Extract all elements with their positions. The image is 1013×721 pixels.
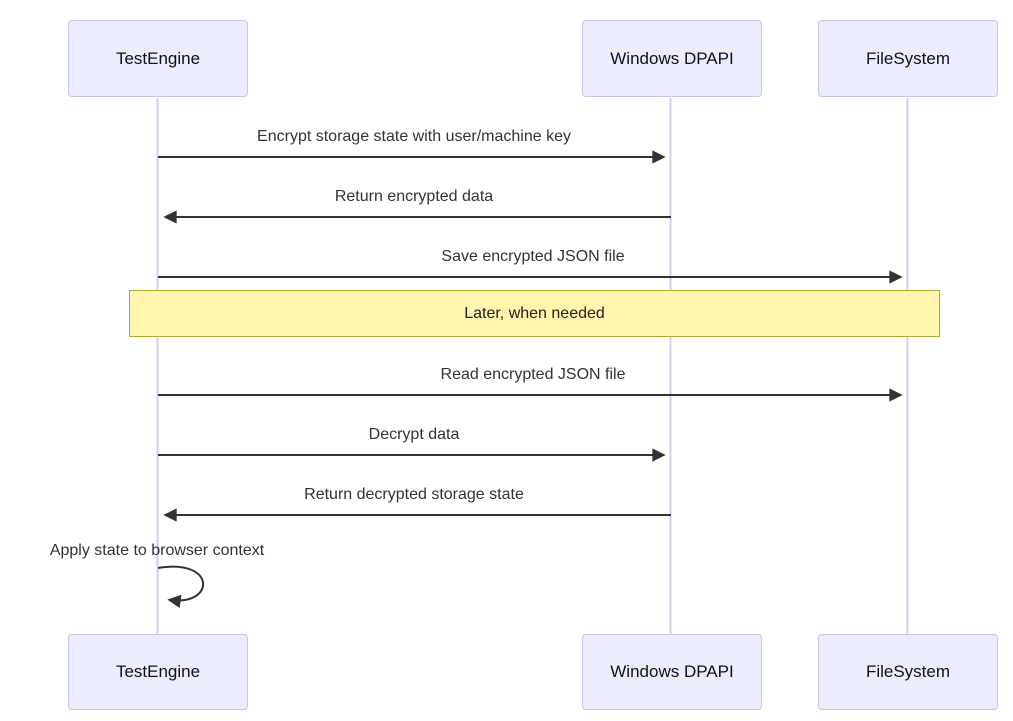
actor-top-testengine: TestEngine: [68, 20, 248, 97]
actor-bottom-windows-dpapi: Windows DPAPI: [582, 634, 762, 710]
actor-label: TestEngine: [115, 48, 201, 68]
actor-label: FileSystem: [865, 662, 951, 681]
message-label-decrypt: Decrypt data: [368, 426, 460, 443]
actor-label: Windows DPAPI: [610, 48, 734, 68]
self-loop-arrow: [157, 565, 205, 608]
actor-bottom-testengine: TestEngine: [68, 634, 248, 710]
message-label-read-json: Read encrypted JSON file: [440, 366, 626, 383]
message-label-save-json: Save encrypted JSON file: [441, 248, 625, 265]
message-label-return-decrypted: Return decrypted storage state: [304, 486, 524, 503]
actor-bottom-filesystem: FileSystem: [818, 634, 998, 710]
actor-top-filesystem: FileSystem: [818, 20, 998, 97]
message-label-return-encrypted: Return encrypted data: [334, 188, 494, 205]
actor-label: FileSystem: [865, 48, 951, 68]
note-band: Later, when needed: [129, 290, 940, 337]
note-label: Later, when needed: [464, 304, 605, 322]
actor-top-windows-dpapi: Windows DPAPI: [582, 20, 762, 97]
actor-label: TestEngine: [115, 662, 201, 681]
message-label-apply-state: Apply state to browser context: [49, 542, 265, 559]
message-label-encrypt: Encrypt storage state with user/machine …: [257, 128, 571, 145]
actor-label: Windows DPAPI: [610, 662, 734, 681]
